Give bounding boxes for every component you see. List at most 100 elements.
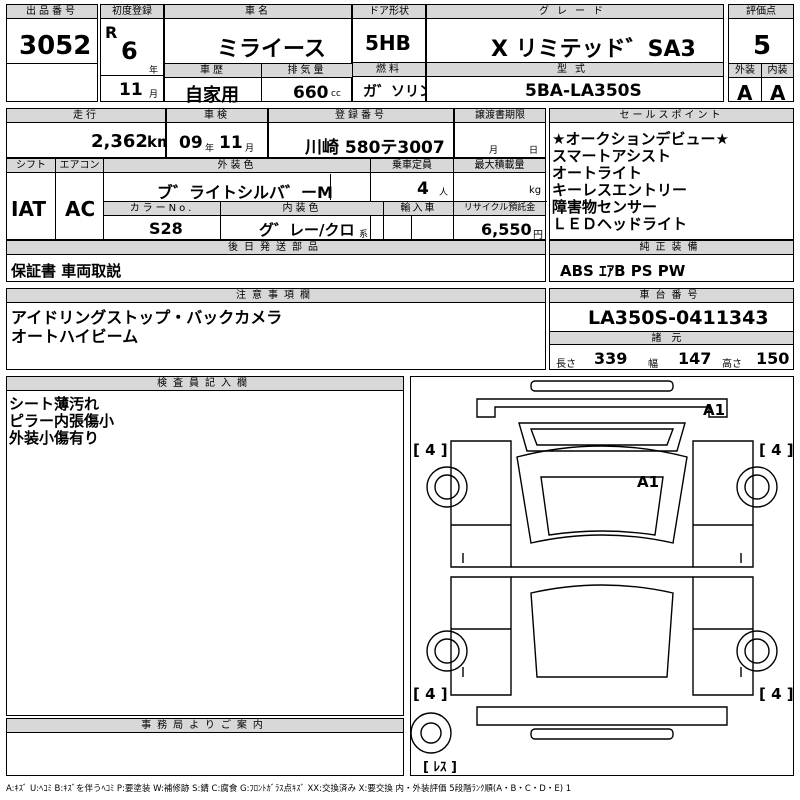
- roof-panel: [540, 476, 664, 536]
- ext-color-header: 外装色: [104, 159, 370, 173]
- aircon: AC: [65, 197, 96, 221]
- spec-grid: シフト エアコン 外装色 乗車定員 最大積載量 IAT AC ブ゛ライトシルバ゛…: [6, 158, 547, 241]
- inspector-note: 外装小傷有り: [9, 429, 100, 447]
- exterior-score: A: [737, 81, 753, 105]
- registration-month: 11: [119, 80, 143, 100]
- left-body: [450, 440, 512, 568]
- year-unit: 年: [149, 66, 159, 76]
- genuine-equipment-box: 純正装備 ABS ｴｱB PS PW: [549, 240, 794, 282]
- front-right-tire: [736, 466, 778, 508]
- first-registration-box: 初度登録 R 6 年 11 月: [100, 4, 164, 102]
- door-box: ドア形状 5HB: [352, 4, 426, 64]
- rear-bumper: [530, 728, 674, 740]
- registration-number-header: 登録番号: [269, 109, 453, 123]
- displacement-header: 排気量: [262, 64, 352, 78]
- kei-unit: 系: [359, 230, 369, 240]
- lot-number-box: 出品番号 3052: [6, 4, 98, 102]
- transfer-month-unit: 月: [489, 146, 499, 156]
- displacement: 660: [293, 83, 329, 103]
- front-left-tire: [426, 466, 468, 508]
- capacity: 4: [417, 179, 429, 199]
- history: 自家用: [185, 85, 239, 106]
- transfer-day-unit: 日: [529, 146, 539, 156]
- tire-mark-front-left: [ 4 ]: [413, 441, 448, 459]
- cc-unit: cc: [331, 89, 341, 99]
- sales-point: キーレスエントリー: [552, 181, 688, 199]
- note-line: オートハイビーム: [11, 327, 139, 346]
- interior-score: A: [770, 81, 786, 105]
- tire-mark-front-right: [ 4 ]: [759, 441, 793, 459]
- fuel-box: 燃料 ガ゛ソリン: [352, 62, 433, 102]
- rear-right-tire: [736, 630, 778, 672]
- kg-unit: kg: [529, 185, 542, 196]
- damage-mark-roof: A1: [637, 473, 659, 491]
- model-code-header: 型式: [427, 63, 723, 77]
- left-rear-body: [450, 576, 512, 696]
- inspection-month: 11: [219, 133, 243, 153]
- door-type: 5HB: [365, 31, 411, 55]
- mileage-header: 走行: [7, 109, 165, 123]
- sales-point: ★オークションデビュー★: [552, 130, 729, 148]
- transfer-deadline-header: 譲渡書期限: [455, 109, 545, 123]
- legend: A:ｷｽﾞ U:ﾍｺﾐ B:ｷｽﾞを伴うﾍｺﾐ P:要塗装 W:補修跡 S:錆 …: [6, 784, 572, 794]
- vehicle-diagram: [ 4 ] [ 4 ] [ 4 ] [ 4 ] [ ﾚｽ ] A1 A1: [411, 380, 793, 775]
- car-name-box: 車名 ミライース 車歴 排気量 自家用 660 cc: [164, 4, 352, 106]
- sales-point: オートライト: [552, 164, 643, 182]
- tire-mark-rear-left: [ 4 ]: [413, 685, 448, 703]
- aircon-header: エアコン: [56, 159, 103, 173]
- car-name-header: 車名: [165, 5, 351, 19]
- inspection-year: 09: [179, 133, 203, 153]
- front-bumper: [530, 380, 674, 392]
- damage-mark-front: A1: [703, 401, 725, 419]
- inspection-month-unit: 月: [245, 144, 255, 154]
- genuine-equipment: ABS ｴｱB PS PW: [560, 262, 686, 280]
- length-label: 長さ: [556, 359, 576, 370]
- dims-header: 諸元: [550, 331, 793, 345]
- car-name: ミライース: [217, 37, 326, 62]
- inspector-box: 検査員記入欄 シート薄汚れ ピラー内張傷小 外装小傷有り: [6, 376, 404, 716]
- color-no-header: カラーNo.: [104, 202, 220, 216]
- fuel-header: 燃料: [353, 63, 425, 77]
- width: 147: [678, 349, 712, 368]
- registration-number-box: 登録番号 川崎 580テ3007: [268, 108, 454, 158]
- width-label: 幅: [648, 359, 658, 370]
- grade: X リミテッド゛SA3: [491, 37, 696, 62]
- inspection-header: 車検: [167, 109, 267, 123]
- later-parts: 保証書 車両取説: [11, 262, 122, 280]
- inspection-year-unit: 年: [205, 144, 215, 154]
- chassis-box: 車台番号 LA350S-0411343 諸元 長さ 339 幅 147 高さ 1…: [549, 288, 794, 370]
- interior-color: グ゛レー/クロ: [259, 221, 355, 239]
- sales-points-header: セールスポイント: [550, 109, 793, 123]
- era-mark: R: [105, 23, 118, 42]
- sales-points-list: ★オークションデビュー★ スマートアシスト オートライト キーレスエントリー 障…: [552, 131, 729, 233]
- height: 150: [756, 349, 790, 368]
- sales-points-box: セールスポイント ★オークションデビュー★ スマートアシスト オートライト キー…: [549, 108, 794, 240]
- genuine-equipment-header: 純正装備: [550, 241, 793, 255]
- rear-left-tire: [426, 630, 468, 672]
- inspector-note: ピラー内張傷小: [9, 412, 115, 430]
- recycle-fee: 6,550: [481, 220, 532, 239]
- windshield: [518, 422, 686, 452]
- registration-year: 6: [121, 37, 138, 65]
- sales-point: スマートアシスト: [552, 147, 671, 165]
- sales-point: ＬＥＤヘッドライト: [552, 215, 688, 233]
- yen-unit: 円: [533, 230, 543, 241]
- person-unit: 人: [439, 188, 449, 198]
- inspector-note: シート薄汚れ: [9, 395, 100, 413]
- score-box: 評価点 5 外装 内装 A A: [728, 4, 794, 105]
- shift: IAT: [11, 197, 47, 221]
- inspector-notes: シート薄汚れ ピラー内張傷小 外装小傷有り: [9, 396, 114, 447]
- color-number: S28: [149, 219, 183, 238]
- int-color-header: 内装色: [221, 202, 383, 216]
- door-header: ドア形状: [353, 5, 425, 19]
- registration-number: 川崎 580テ3007: [305, 138, 445, 158]
- first-registration-header: 初度登録: [101, 5, 163, 19]
- history-header: 車歴: [165, 64, 261, 78]
- office-box: 事務局よりご案内: [6, 718, 404, 776]
- right-rear-body: [692, 576, 754, 696]
- chassis-header: 車台番号: [550, 289, 793, 303]
- hood-outline: [476, 398, 728, 418]
- score-header: 評価点: [729, 5, 793, 19]
- mileage: 2,362: [91, 131, 148, 152]
- chassis-number: LA350S-0411343: [588, 307, 769, 329]
